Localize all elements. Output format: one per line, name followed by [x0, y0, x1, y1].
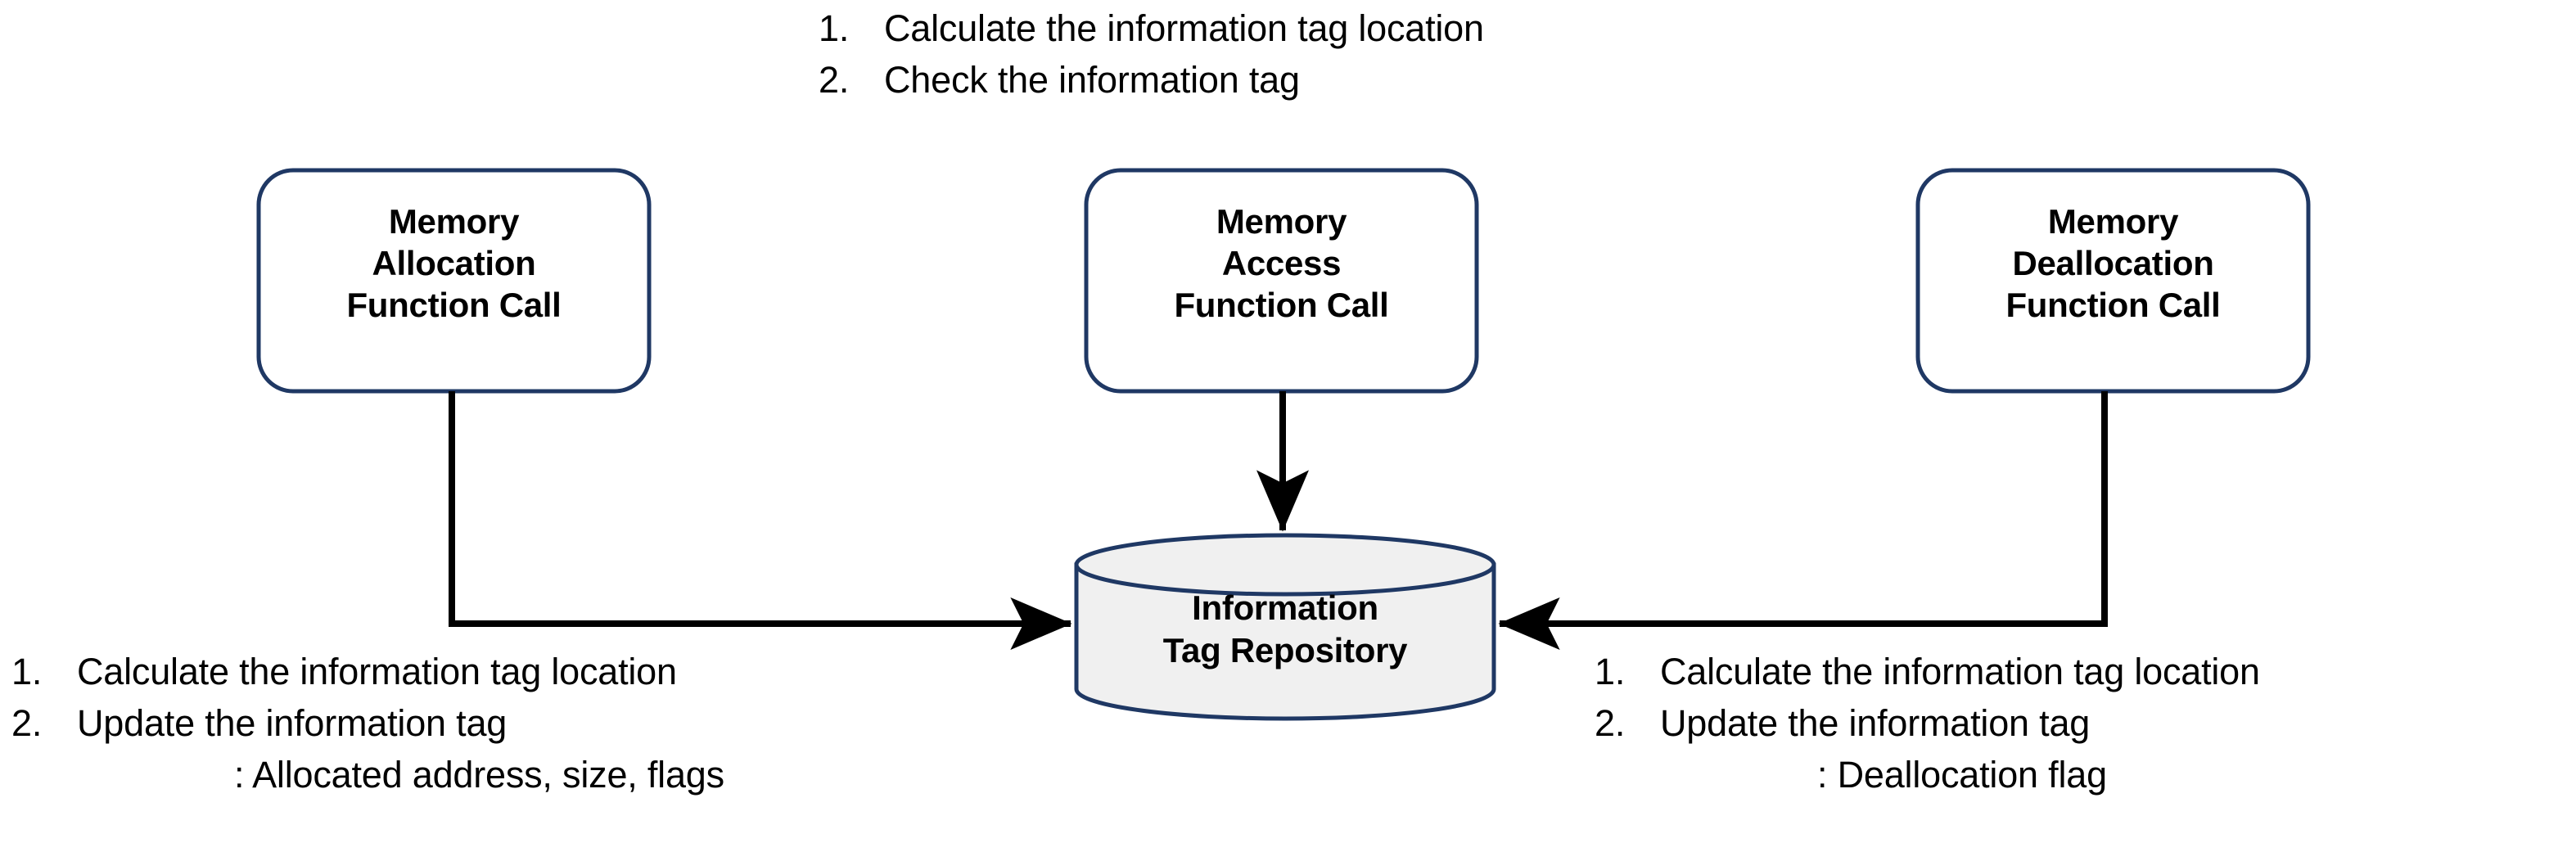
connector-allocation-to-repository	[449, 391, 1072, 650]
note-item-number: 2.	[11, 702, 43, 744]
note-item-number: 2.	[1595, 702, 1626, 744]
cylinder-label-line: Tag Repository	[1162, 631, 1408, 670]
box-label-line: Memory	[388, 202, 520, 241]
note-item-number: 2.	[819, 59, 850, 101]
box-memory-deallocation[interactable]	[1915, 168, 2311, 394]
cylinder-information-tag-repository[interactable]	[1074, 533, 1496, 721]
box-label-line: Function Call	[346, 286, 562, 325]
box-label-line: Access	[1221, 244, 1342, 283]
note-item-number: 1.	[11, 651, 43, 692]
note-item-number: 1.	[819, 7, 850, 49]
note-item-text: Update the information tag	[77, 702, 508, 744]
note-item-text: Calculate the information tag location	[77, 651, 677, 692]
cylinder-top-ellipse	[1074, 533, 1496, 597]
box-label-memory-deallocation: Memory Deallocation Function Call	[1918, 201, 2308, 327]
box-label-memory-allocation: Memory Allocation Function Call	[259, 201, 649, 327]
cylinder-label-information-tag-repository: Information Tag Repository	[1076, 587, 1494, 672]
box-label-line: Deallocation	[2012, 244, 2214, 283]
note-item-text: Update the information tag	[1660, 702, 2091, 744]
box-label-line: Function Call	[2005, 286, 2221, 325]
box-label-line: Function Call	[1174, 286, 1389, 325]
connector-deallocation-to-repository	[1498, 391, 2108, 650]
note-item-detail: : Deallocation flag	[1817, 754, 2107, 796]
box-label-line: Allocation	[372, 244, 536, 283]
box-label-line: Memory	[1216, 202, 1347, 241]
box-label-memory-access: Memory Access Function Call	[1086, 201, 1477, 327]
cylinder-label-line: Information	[1192, 588, 1378, 627]
note-item-number: 1.	[1595, 651, 1626, 692]
note-item-text: Check the information tag	[884, 59, 1300, 101]
note-item-text: Calculate the information tag location	[884, 7, 1484, 49]
box-label-line: Memory	[2047, 202, 2179, 241]
note-item-detail: : Allocated address, size, flags	[234, 754, 724, 796]
note-item-text: Calculate the information tag location	[1660, 651, 2260, 692]
